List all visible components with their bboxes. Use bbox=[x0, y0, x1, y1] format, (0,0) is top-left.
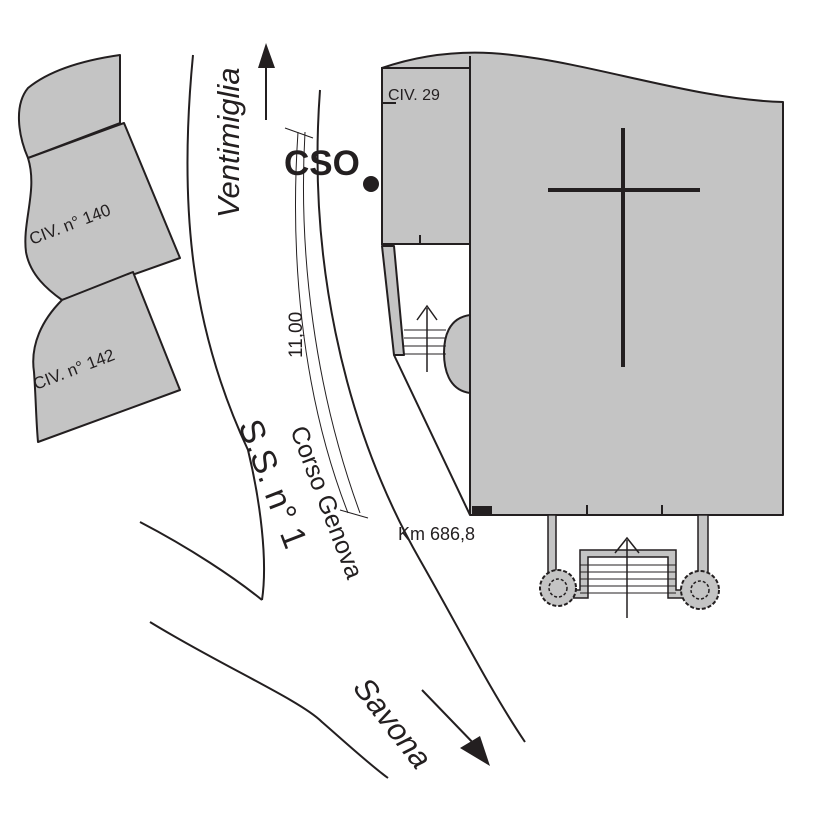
entrance-arrow-icon bbox=[614, 536, 640, 618]
church-building bbox=[381, 51, 784, 516]
side-street-south bbox=[149, 621, 389, 779]
entrance-arrow-icon bbox=[416, 304, 438, 372]
main-entrance-steps bbox=[547, 514, 709, 599]
km-marker bbox=[472, 506, 492, 515]
carriageway-line-2 bbox=[302, 131, 361, 514]
cross-icon bbox=[548, 128, 700, 367]
label-civ-29: CIV. 29 bbox=[388, 87, 440, 104]
side-street-north bbox=[139, 521, 263, 601]
shrub-icon bbox=[539, 569, 577, 607]
civ-29-annex bbox=[381, 67, 471, 245]
dimension-tick-north bbox=[284, 127, 314, 139]
road-edge-east bbox=[316, 89, 526, 743]
label-width: 11,00 bbox=[286, 312, 307, 358]
north-arrow-icon bbox=[258, 43, 275, 120]
building-block-civ-142 bbox=[32, 271, 181, 443]
south-arrow-icon bbox=[421, 689, 490, 766]
building-block-civ-140 bbox=[24, 122, 181, 301]
label-km: Km 686,8 bbox=[398, 524, 475, 544]
label-ventimiglia: Ventimiglia bbox=[211, 68, 246, 218]
building-block-north-left bbox=[17, 54, 121, 159]
forecourt-edge bbox=[393, 354, 471, 516]
shrub-icon bbox=[680, 570, 720, 610]
road-edge-west bbox=[186, 54, 266, 601]
dimension-tick-south bbox=[339, 509, 369, 519]
location-dot-icon bbox=[363, 176, 379, 192]
side-entrance-steps bbox=[404, 329, 446, 355]
side-entrance-wall bbox=[381, 245, 405, 356]
label-cso: CSO bbox=[284, 144, 360, 183]
label-savona: Savona bbox=[346, 671, 438, 775]
carriageway-line bbox=[295, 131, 349, 514]
